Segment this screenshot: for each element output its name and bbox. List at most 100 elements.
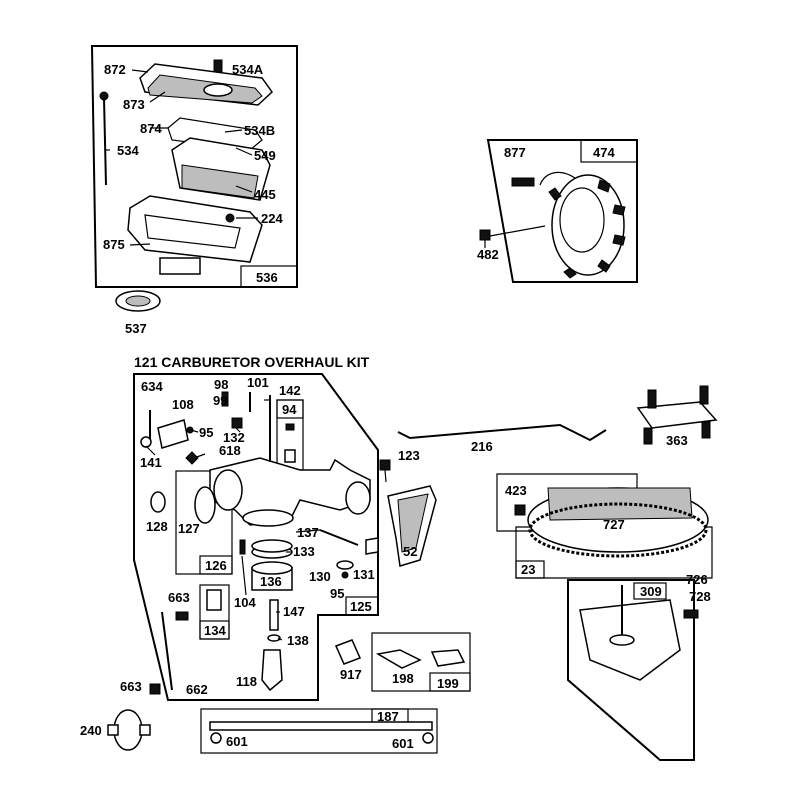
label-240: 240 xyxy=(80,723,102,738)
label-534a: 534A xyxy=(232,62,264,77)
label-474: 474 xyxy=(593,145,615,160)
jet-147 xyxy=(269,599,279,631)
label-199: 199 xyxy=(437,676,459,691)
washer-138 xyxy=(267,634,281,642)
washer-130 xyxy=(336,560,354,570)
kit-198-box xyxy=(371,632,471,692)
needle-118 xyxy=(261,649,283,692)
alternator-assembly xyxy=(479,139,638,283)
bolt-123 xyxy=(379,459,391,471)
label-118: 118 xyxy=(236,674,257,689)
screw-98 xyxy=(221,391,229,407)
labels: 872 534A 873 874 534B 534 549 445 224 87… xyxy=(80,62,711,751)
label-549: 549 xyxy=(254,148,276,163)
label-137: 137 xyxy=(297,525,319,540)
seal-537 xyxy=(115,290,161,312)
label-873: 873 xyxy=(123,97,145,112)
label-104: 104 xyxy=(234,595,256,610)
screw-482 xyxy=(479,229,491,241)
label-box-474 xyxy=(580,139,638,163)
label-663a: 663 xyxy=(168,590,190,605)
screw-728 xyxy=(683,609,699,619)
part-134-detail xyxy=(206,589,222,611)
wire-877 xyxy=(539,171,576,186)
part-108 xyxy=(157,419,189,449)
intake-tube xyxy=(159,257,201,275)
kit-title: 121 CARBURETOR OVERHAUL KIT xyxy=(134,354,370,370)
label-132: 132 xyxy=(223,430,245,445)
screw-534a xyxy=(213,59,223,73)
bracket-363 xyxy=(636,385,718,445)
label-142: 142 xyxy=(279,383,301,398)
shaft-137 xyxy=(319,529,359,546)
label-52: 52 xyxy=(403,544,417,559)
gasket-874 xyxy=(167,117,263,151)
label-127: 127 xyxy=(178,521,200,536)
label-198: 198 xyxy=(392,671,414,686)
tube-assembly-187 xyxy=(200,708,438,754)
label-874: 874 xyxy=(140,121,162,136)
label-99: 99 xyxy=(213,393,227,408)
label-537: 537 xyxy=(125,321,147,336)
label-94: 94 xyxy=(282,402,297,417)
link-662 xyxy=(149,611,173,695)
fuel-filter-240 xyxy=(107,709,151,751)
label-136: 136 xyxy=(260,574,282,589)
label-216: 216 xyxy=(471,439,493,454)
part-128 xyxy=(150,491,166,513)
label-618: 618 xyxy=(219,443,241,458)
label-663b: 663 xyxy=(120,679,142,694)
label-224: 224 xyxy=(261,211,283,226)
engine-box-border xyxy=(567,579,695,761)
screw-423 xyxy=(514,504,526,516)
carburetor-box-border xyxy=(133,373,379,701)
carburetor-assembly xyxy=(133,373,379,701)
label-134: 134 xyxy=(204,623,226,638)
screw-132 xyxy=(231,417,243,429)
label-138: 138 xyxy=(287,633,309,648)
base-875 xyxy=(127,195,263,263)
label-728: 728 xyxy=(689,589,711,604)
label-727: 727 xyxy=(603,517,625,532)
label-445: 445 xyxy=(254,187,276,202)
label-131: 131 xyxy=(353,567,375,582)
label-123: 123 xyxy=(398,448,420,463)
label-130: 130 xyxy=(309,569,331,584)
screw-224 xyxy=(225,213,235,223)
label-95a: 95 xyxy=(199,425,213,440)
label-917: 917 xyxy=(340,667,362,682)
bracket-131 xyxy=(365,537,379,555)
flywheel-assembly xyxy=(496,473,713,761)
label-101: 101 xyxy=(247,375,269,390)
label-125: 125 xyxy=(350,599,372,614)
label-187: 187 xyxy=(377,709,399,724)
rod-216 xyxy=(397,423,607,442)
dipstick-534 xyxy=(103,97,107,186)
label-536: 536 xyxy=(256,270,278,285)
label-box-309 xyxy=(633,582,667,600)
screw-663b xyxy=(149,683,161,695)
pin-104 xyxy=(239,539,246,555)
label-877: 877 xyxy=(504,145,526,160)
part-198 xyxy=(375,649,422,669)
spring-618 xyxy=(185,451,199,465)
label-141: 141 xyxy=(140,455,162,470)
label-147: 147 xyxy=(283,604,305,619)
screw-663 xyxy=(175,611,189,621)
label-126: 126 xyxy=(205,558,227,573)
label-601a: 601 xyxy=(226,734,248,749)
label-423: 423 xyxy=(505,483,527,498)
label-128: 128 xyxy=(146,519,168,534)
label-309: 309 xyxy=(640,584,662,599)
label-box-125 xyxy=(345,596,379,616)
label-363: 363 xyxy=(666,433,688,448)
label-133: 133 xyxy=(293,544,315,559)
kit-126-box xyxy=(175,470,233,575)
label-601b: 601 xyxy=(392,736,414,751)
label-23: 23 xyxy=(521,562,535,577)
label-482: 482 xyxy=(477,247,499,262)
label-98: 98 xyxy=(214,377,228,392)
label-box-199 xyxy=(429,672,471,692)
flange xyxy=(345,481,371,515)
